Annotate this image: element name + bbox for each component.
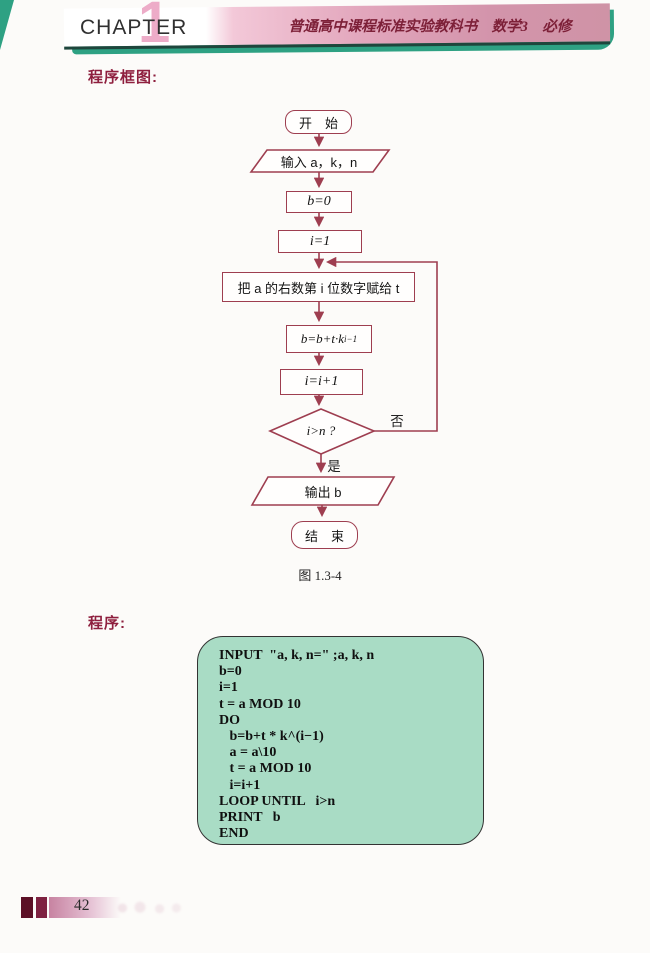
flowchart-section-heading: 程序框图: — [88, 69, 158, 86]
footer-decoration-fade — [49, 897, 121, 918]
code-line: t = a MOD 10 — [219, 696, 301, 712]
flowchart-node-condition-label: i>n ? — [306, 423, 336, 438]
code-line: b=0 — [219, 664, 242, 680]
code-line: b=b+t * k^(i−1) — [219, 729, 324, 745]
program-section-heading: 程序: — [88, 615, 126, 632]
page-corner-decoration — [0, 0, 14, 50]
chapter-number: 1 — [138, 0, 171, 55]
program-code-box: INPUT "a, k, n=" ;a, k, n b=0 i=1 t = a … — [197, 636, 484, 845]
code-line: DO — [219, 712, 240, 728]
code-line: i=i+1 — [219, 777, 261, 793]
code-line: PRINT b — [219, 810, 281, 826]
code-line: t = a MOD 10 — [219, 761, 312, 777]
code-line: a = a\10 — [219, 745, 277, 761]
code-line: END — [219, 826, 249, 842]
branch-label-no: 否 — [390, 414, 404, 429]
flowchart-node-init-i: i=1 — [278, 230, 362, 253]
flowchart-node-end: 结 束 — [291, 521, 358, 549]
flowchart-node-init-b: b=0 — [286, 191, 352, 213]
code-line: i=1 — [219, 680, 238, 696]
branch-label-yes: 是 — [327, 459, 341, 474]
flowchart-node-input-label: 输入 a，k，n — [280, 154, 358, 170]
footer-decoration-bar — [21, 897, 33, 918]
page-number: 42 — [74, 897, 90, 914]
chapter-banner: 1 CHAPTER 普通高中课程标准实验教科书 数学3 必修 — [63, 0, 616, 55]
chapter-label: CHAPTER — [80, 16, 188, 39]
flowchart-node-assign-digit: 把 a 的右数第 i 位数字赋给 t — [222, 272, 415, 302]
ink-bleed-through — [112, 900, 182, 916]
flowchart-node-increment: i=i+1 — [280, 369, 363, 395]
formula-base: b=b+t·k — [300, 331, 345, 346]
figure-caption: 图 1.3-4 — [298, 568, 342, 583]
book-title: 普通高中课程标准实验教科书 数学3 必修 — [288, 19, 572, 35]
flowchart-node-output-label: 输出 b — [304, 484, 342, 500]
code-line: INPUT "a, k, n=" ;a, k, n — [219, 648, 375, 663]
footer-decoration-bar — [36, 897, 47, 918]
flowchart-node-start: 开 始 — [285, 110, 352, 134]
code-line: LOOP UNTIL i>n — [219, 793, 336, 809]
formula-superscript: i−1 — [344, 334, 358, 344]
